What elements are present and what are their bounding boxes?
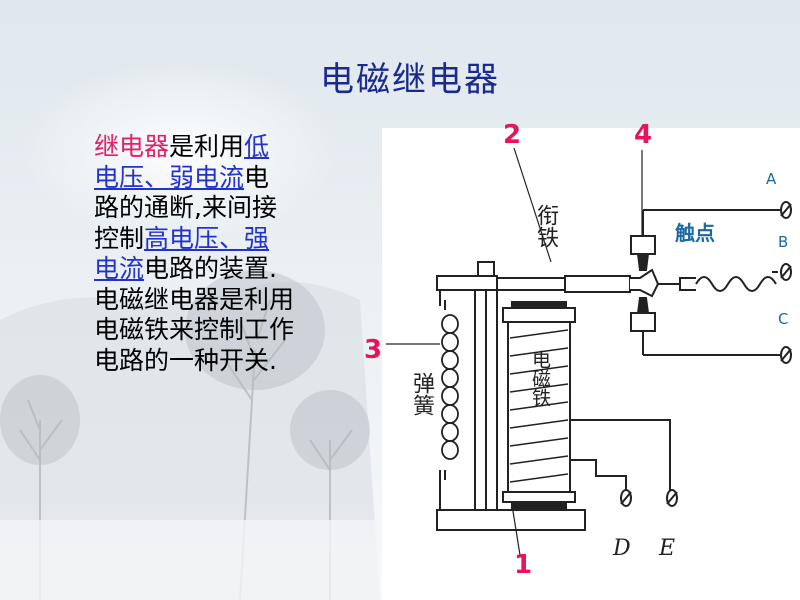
armature	[496, 277, 566, 291]
contact-spring	[695, 276, 777, 292]
electromagnet-bottom-cap	[502, 491, 576, 503]
leader-2	[513, 147, 552, 263]
description-text: 继电器是利用低电压、弱电流电路的通断,来间接控制高电压、强电流电路的装置. 电磁…	[94, 132, 294, 376]
label-number-4: 4	[634, 120, 653, 150]
link-low-voltage[interactable]: 低电压、弱电流	[94, 132, 270, 192]
lower-contact	[630, 312, 656, 332]
label-number-3: 3	[364, 335, 383, 365]
desc-segment: 电路的装置.	[144, 254, 277, 283]
terminal-a	[780, 201, 792, 219]
terminal-e	[666, 489, 678, 507]
yoke-top-bar	[436, 275, 498, 291]
label-number-2: 2	[503, 120, 522, 150]
link-high-voltage[interactable]: 高电压、强电流	[94, 223, 270, 284]
terminal-label-b: B	[778, 233, 789, 251]
contact-label: 触点	[675, 221, 715, 245]
terminal-label-c: C	[778, 310, 789, 328]
terminal-b	[780, 263, 792, 281]
electromagnet-label: 电磁铁	[529, 350, 551, 407]
base-plate	[436, 509, 586, 531]
moving-contact	[630, 268, 660, 298]
terminal-label-d: D	[613, 536, 631, 561]
terminal-label-e: E	[659, 536, 676, 561]
desc-segment: 电磁继电器是利用电磁铁来控制工作电路的一种开关.	[94, 284, 295, 375]
hinge	[477, 261, 495, 277]
desc-segment: 电路的通断,来间接控制	[94, 162, 277, 253]
label-number-1: 1	[514, 550, 533, 580]
electromagnet-top-cap	[502, 307, 576, 323]
term-relay: 继电器	[94, 132, 170, 161]
leader-1	[511, 504, 521, 556]
armature-label: 衔铁	[533, 204, 558, 248]
terminal-c	[780, 346, 792, 364]
electromagnet-body	[507, 321, 571, 493]
armature-arm	[564, 275, 631, 293]
electromagnet-core-top	[511, 301, 567, 309]
electromagnet-winding	[509, 329, 569, 483]
coil-lead-d	[570, 459, 627, 490]
coil-lead-e	[570, 419, 671, 490]
desc-segment: 是利用	[169, 132, 245, 161]
terminal-d	[620, 489, 632, 507]
slide-title: 电磁继电器	[320, 60, 500, 100]
terminal-label-a: A	[766, 170, 777, 188]
upper-contact	[630, 235, 656, 255]
spring-label: 弹簧	[409, 372, 434, 416]
return-spring-coils	[441, 314, 459, 460]
